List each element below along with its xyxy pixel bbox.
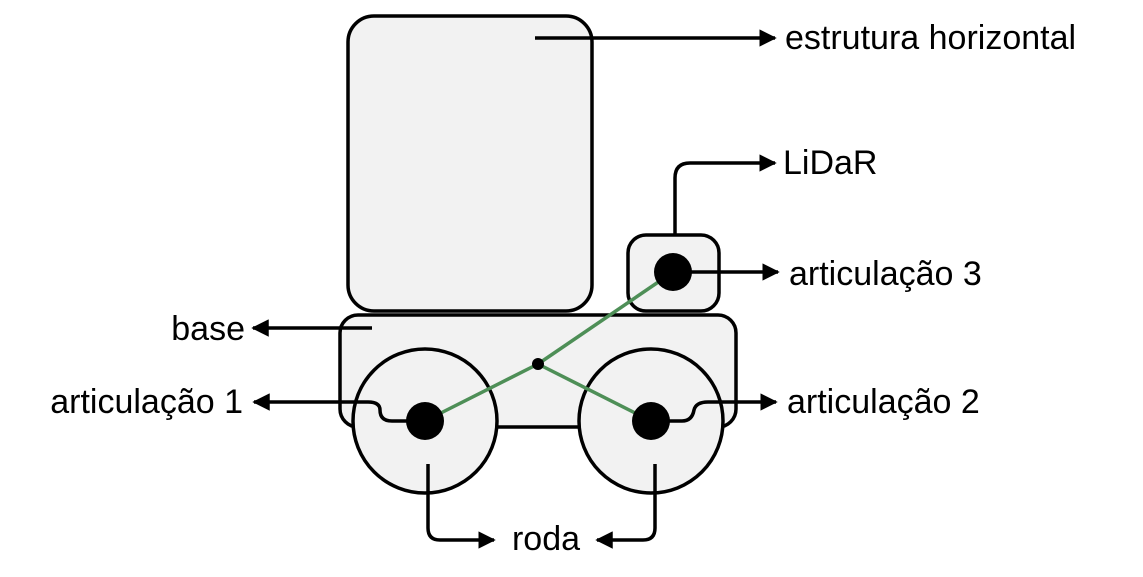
art1-leader-arrow xyxy=(252,393,425,423)
art2-leader-arrow xyxy=(651,393,778,423)
roda-right-leader-arrow xyxy=(595,464,657,549)
label-base: base xyxy=(171,310,245,348)
roda-left-leader-arrow xyxy=(426,464,496,549)
label-articulacao-2: articulação 2 xyxy=(787,383,980,421)
link-joint3-center xyxy=(537,270,674,366)
label-estrutura-horizontal: estrutura horizontal xyxy=(785,19,1076,57)
label-roda: roda xyxy=(512,520,580,558)
label-articulacao-1: articulação 1 xyxy=(50,383,243,421)
lidar-leader-arrow xyxy=(673,154,777,235)
center-node-dot xyxy=(532,358,544,370)
label-articulacao-3: articulação 3 xyxy=(789,255,982,293)
label-lidar: LiDaR xyxy=(783,144,877,182)
horizontal-structure-box xyxy=(346,14,594,313)
link-joint2-center xyxy=(537,362,652,423)
link-joint1-center xyxy=(424,362,539,423)
